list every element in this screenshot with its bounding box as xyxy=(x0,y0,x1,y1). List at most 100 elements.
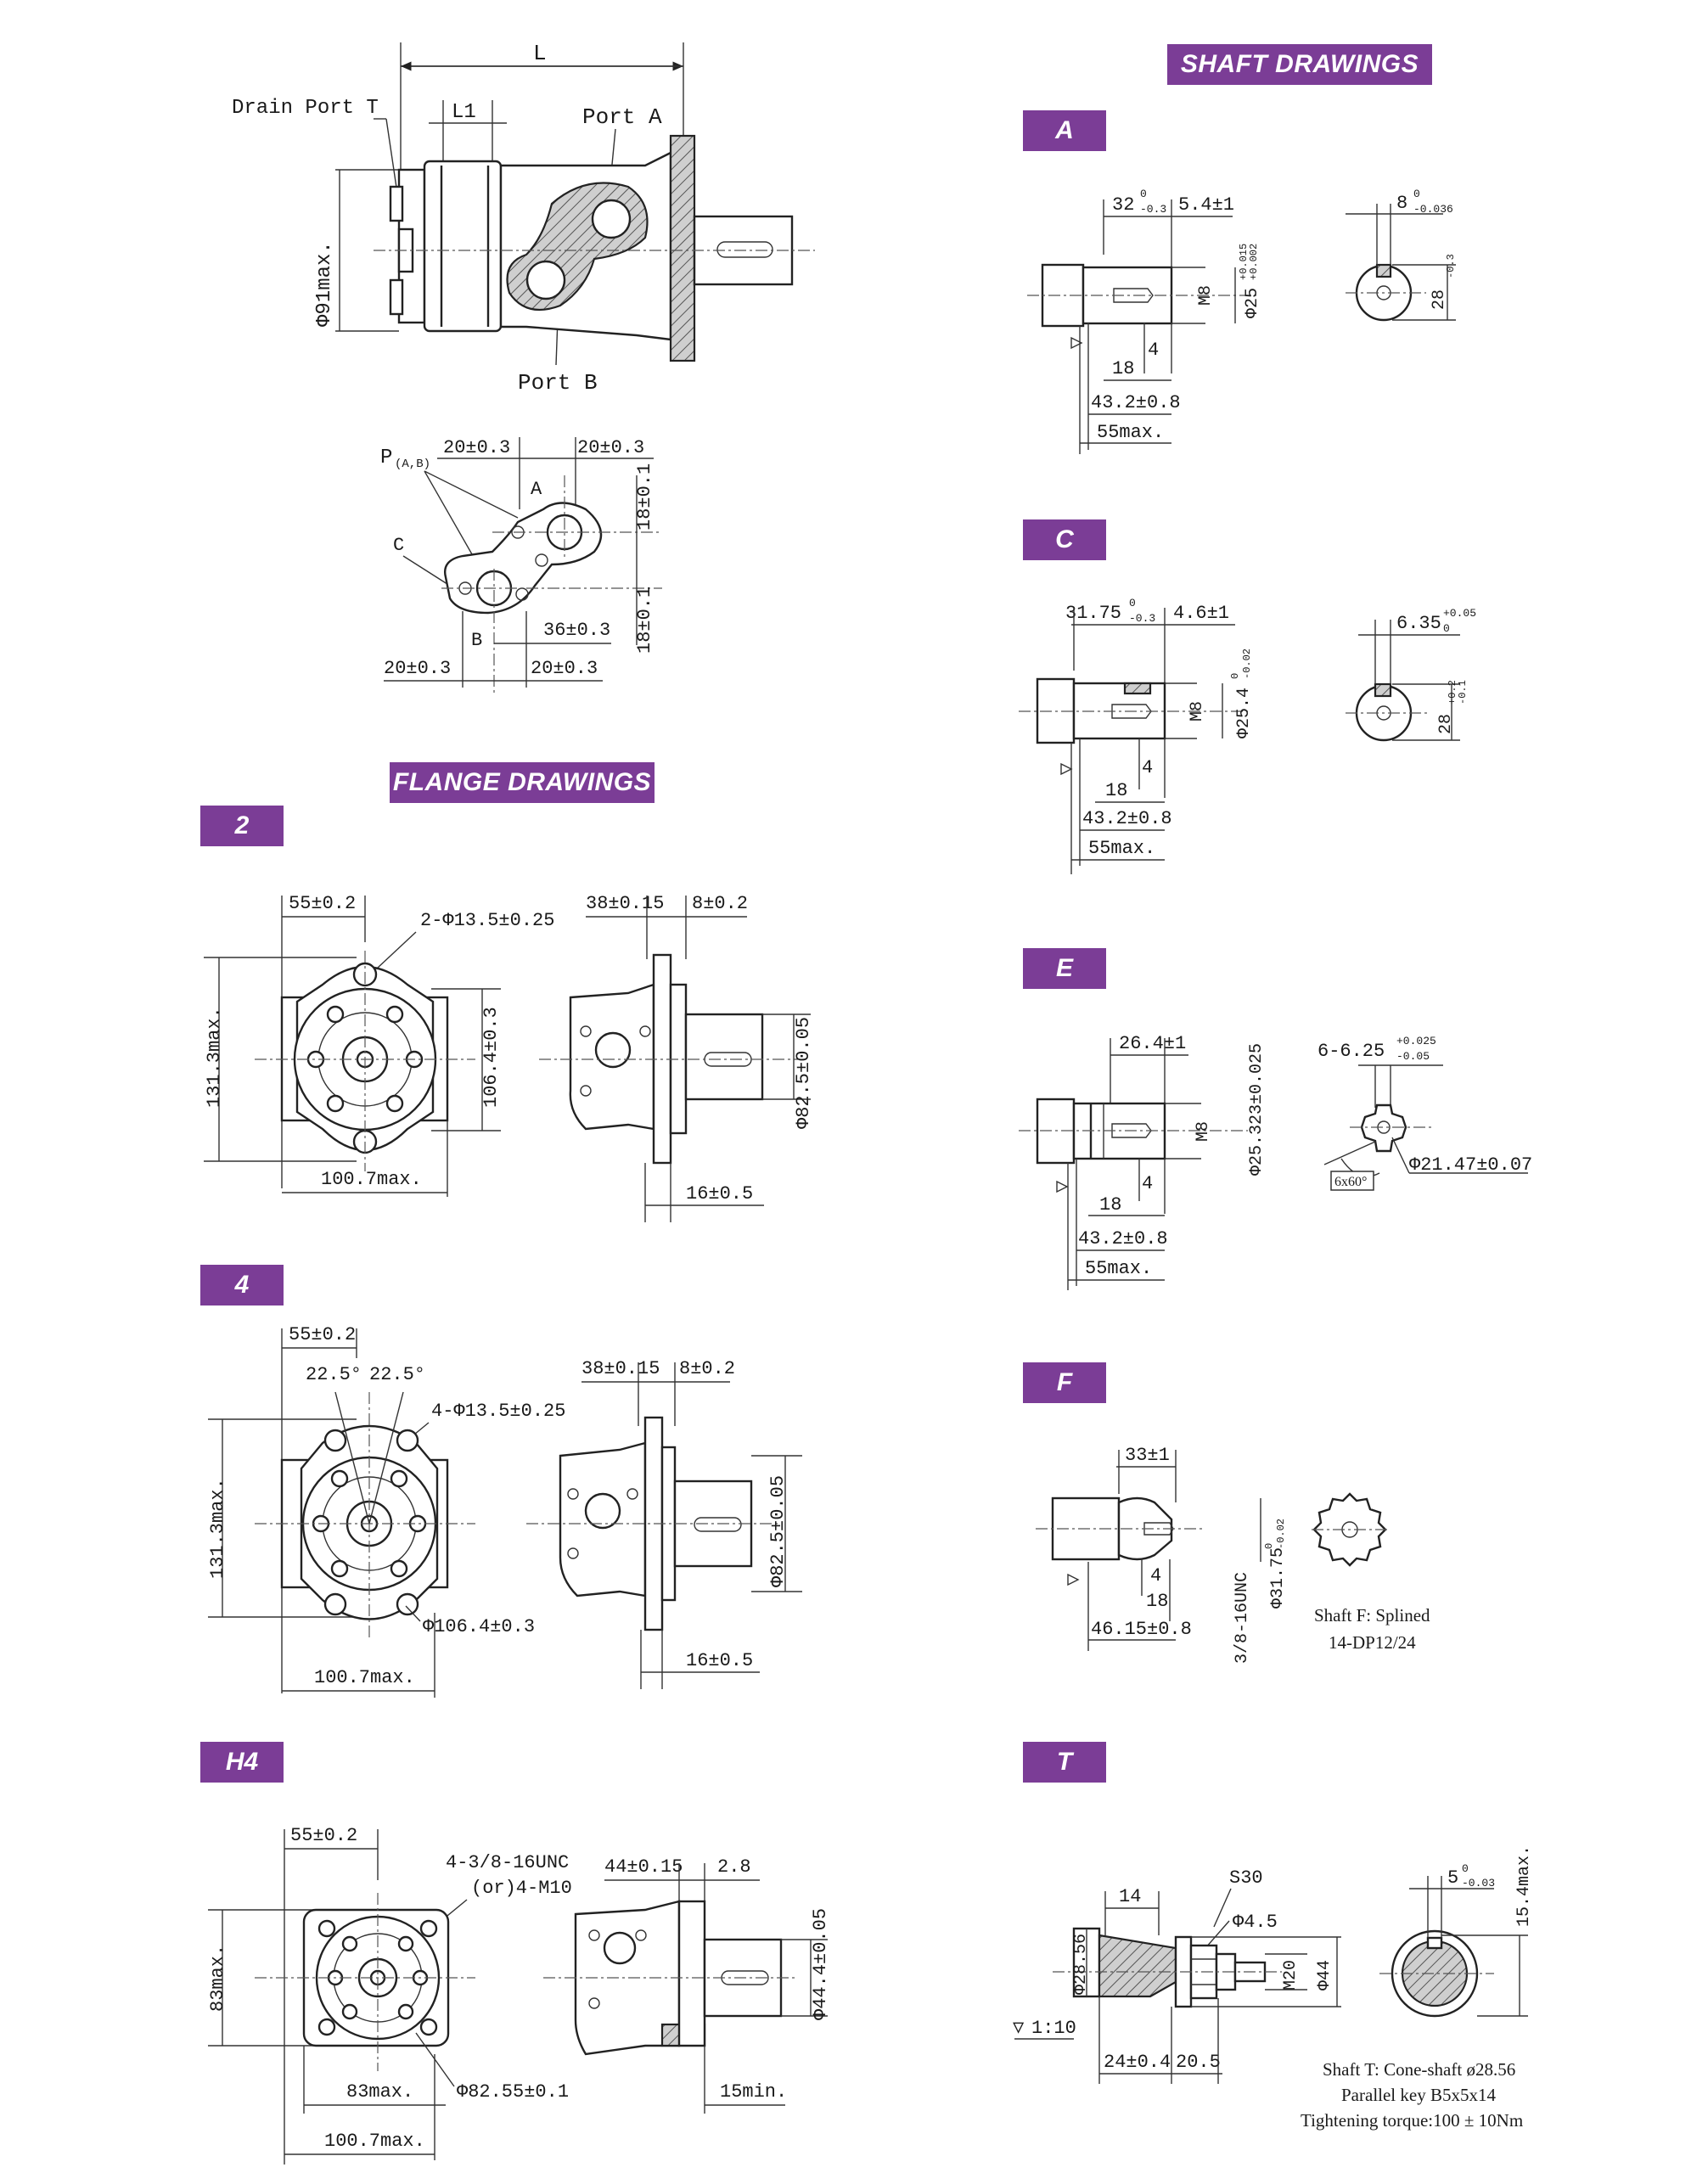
se-d4: 4 xyxy=(1142,1173,1153,1194)
st-d15: 15.4max. xyxy=(1514,1845,1534,1927)
label-b: B xyxy=(471,630,482,651)
sc-d28-tol-l: -0.1 xyxy=(1457,680,1469,705)
se-d55: 55max. xyxy=(1085,1258,1152,1279)
f2-holes: 2-Φ13.5±0.25 xyxy=(420,910,554,931)
sa-d32-tol-l: -0.3 xyxy=(1140,203,1166,216)
f4-d106: Φ106.4±0.3 xyxy=(423,1616,535,1637)
f2-h131: 131.3max. xyxy=(204,1007,225,1108)
shaft-a-drawing: 32 0 -0.3 5.4±1 M8 Φ25 +0.015 +0.002 4 1… xyxy=(1027,188,1457,454)
shaft-tag-a: A xyxy=(1023,110,1106,151)
f4-d16: 16±0.5 xyxy=(686,1650,753,1671)
sa-dia-tol-u: +0.015 xyxy=(1238,244,1250,280)
st-s30: S30 xyxy=(1229,1867,1263,1889)
st-key-tol-l: -0.03 xyxy=(1462,1877,1495,1889)
h4-holes2: (or)4-M10 xyxy=(471,1878,572,1899)
flange-tag-2: 2 xyxy=(200,806,284,846)
se-spline: 6-6.25 xyxy=(1318,1041,1385,1062)
st-d44: Φ44 xyxy=(1315,1960,1334,1991)
label-a: A xyxy=(531,479,542,500)
f4-ang1: 22.5° xyxy=(306,1364,362,1385)
sc-d4: 4 xyxy=(1142,757,1153,778)
f4-dim-55: 55±0.2 xyxy=(289,1324,356,1345)
dim-top-right: 20±0.3 xyxy=(577,437,644,458)
label-drain-port: Drain Port T xyxy=(232,97,379,120)
sc-d55: 55max. xyxy=(1088,838,1155,859)
sc-d31-tol-l: -0.3 xyxy=(1129,612,1155,625)
f2-d82: Φ82.5±0.05 xyxy=(793,1017,814,1129)
sa-d18: 18 xyxy=(1112,358,1134,379)
st-d20: 20.5 xyxy=(1176,2052,1221,2073)
sf-dia: Φ31.75 xyxy=(1268,1547,1288,1609)
sc-d4-6: 4.6±1 xyxy=(1173,603,1229,624)
flange-tag-4: 4 xyxy=(200,1265,284,1305)
f2-d8: 8±0.2 xyxy=(692,893,748,914)
f4-h131: 131.3max. xyxy=(207,1478,228,1579)
sa-d28: 28 xyxy=(1430,289,1449,310)
f4-w100: 100.7max. xyxy=(314,1667,415,1688)
dim-v1: 18±0.1 xyxy=(634,463,655,531)
sa-d32-tol-u: 0 xyxy=(1140,188,1147,200)
sc-d43: 43.2±0.8 xyxy=(1082,808,1172,829)
f4-holes: 4-Φ13.5±0.25 xyxy=(431,1401,565,1422)
sc-key-tol-l: 0 xyxy=(1443,622,1450,635)
dim-top-left: 20±0.3 xyxy=(443,437,510,458)
flange-h4-drawing: 55±0.2 4-3/8-16UNC (or)4-M10 83max. 83ma… xyxy=(207,1825,831,2165)
st-note2: Parallel key B5x5x14 xyxy=(1341,2085,1496,2105)
shaft-t-drawing: S30 14 Φ4.5 Φ28.56 M20 Φ44 ▽ 1:10 24±0.4… xyxy=(1013,1845,1534,2131)
sc-d31-tol-u: 0 xyxy=(1129,597,1136,609)
se-d21: Φ21.47±0.07 xyxy=(1409,1154,1532,1176)
sa-key-tol-u: 0 xyxy=(1413,188,1420,200)
shaft-c-drawing: 31.75 0 -0.3 4.6±1 M8 Φ25.4 0 -0.02 4 18… xyxy=(1019,597,1476,874)
sa-d43: 43.2±0.8 xyxy=(1091,392,1181,413)
se-spline-tol-l: -0.05 xyxy=(1396,1050,1430,1063)
sa-d32: 32 xyxy=(1112,194,1134,216)
sc-dia: Φ25.4 xyxy=(1234,688,1254,738)
shaft-tag-f: F xyxy=(1023,1362,1106,1403)
se-d26: 26.4±1 xyxy=(1119,1033,1186,1054)
st-taper-sym: ▽ xyxy=(1013,2018,1025,2039)
label-p: P xyxy=(380,446,392,469)
sf-d18: 18 xyxy=(1146,1591,1168,1612)
st-d14: 14 xyxy=(1119,1886,1141,1907)
sc-dia-tol-u: 0 xyxy=(1229,673,1241,679)
dim-v2: 18±0.1 xyxy=(634,587,655,654)
se-d43: 43.2±0.8 xyxy=(1078,1228,1168,1249)
label-port-a: Port A xyxy=(582,104,662,130)
f2-d106: 106.4±0.3 xyxy=(480,1007,502,1108)
sc-d28: 28 xyxy=(1436,714,1456,734)
f4-ang2: 22.5° xyxy=(369,1364,425,1385)
sa-d4: 4 xyxy=(1148,340,1159,361)
shaft-tag-t: T xyxy=(1023,1742,1106,1783)
sc-d31: 31.75 xyxy=(1065,603,1121,624)
h4-d82: Φ82.55±0.1 xyxy=(457,2081,569,2103)
h4-w83: 83max. xyxy=(346,2081,413,2103)
st-taper: 1:10 xyxy=(1031,2018,1076,2039)
f4-d82: Φ82.5±0.05 xyxy=(767,1475,789,1587)
sc-d28-tol-u: +0.2 xyxy=(1447,680,1458,705)
sc-m8: M8 xyxy=(1188,701,1207,722)
sa-dia: Φ25 xyxy=(1243,288,1262,318)
shaft-f-drawing: 33±1 4 18 46.15±0.8 3/8-16UNC Φ31.75 0 -… xyxy=(1036,1445,1430,1664)
f2-w100: 100.7max. xyxy=(321,1169,422,1190)
sa-key-tol-l: -0.036 xyxy=(1413,203,1453,216)
h4-d44-4: Φ44.4±0.05 xyxy=(810,1908,831,2020)
sc-dia-tol-l: -0.02 xyxy=(1241,649,1253,679)
st-d28: Φ28.56 xyxy=(1071,1934,1091,1995)
st-d4-5: Φ4.5 xyxy=(1233,1912,1278,1933)
sf-d46: 46.15±0.8 xyxy=(1091,1619,1192,1640)
f2-d38: 38±0.15 xyxy=(586,893,664,914)
st-note3: Tightening torque:100 ± 10Nm xyxy=(1301,2110,1523,2131)
sf-unc: 3/8-16UNC xyxy=(1233,1572,1252,1664)
sa-m8: M8 xyxy=(1196,285,1216,306)
se-m8: M8 xyxy=(1194,1121,1213,1142)
label-motor-diameter: Φ91max. xyxy=(313,241,336,327)
label-p-sub: (A,B) xyxy=(395,458,430,471)
flange-4-drawing: 55±0.2 22.5° 22.5° 4-Φ13.5±0.25 131.3max… xyxy=(207,1324,802,1698)
sf-dia-tol-l: -0.02 xyxy=(1275,1519,1287,1549)
sa-key: 8 xyxy=(1396,193,1407,214)
sf-d4: 4 xyxy=(1150,1565,1161,1586)
se-d18: 18 xyxy=(1099,1194,1121,1216)
h4-d44: 44±0.15 xyxy=(604,1856,683,1878)
h4-d2-8: 2.8 xyxy=(717,1856,751,1878)
